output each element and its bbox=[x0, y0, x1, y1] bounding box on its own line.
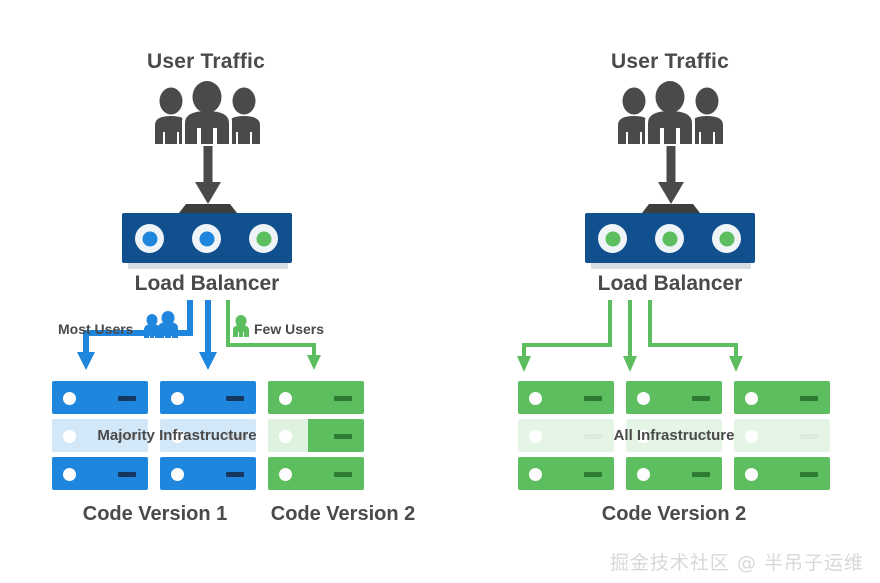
server-l3-bot bbox=[268, 457, 364, 490]
lb-port-1-right bbox=[598, 224, 627, 253]
server-r1-bot bbox=[518, 457, 614, 490]
lb-port-3-left bbox=[249, 224, 278, 253]
majority-infrastructure-band: Majority Infrastructure bbox=[46, 419, 308, 452]
lb-port-2-right bbox=[655, 224, 684, 253]
load-balancer-label-left: Load Balancer bbox=[134, 272, 280, 295]
most-users-label: Most Users bbox=[58, 321, 134, 337]
server-l3-top bbox=[268, 381, 364, 414]
few-users-label: Few Users bbox=[254, 321, 325, 337]
server-l1-bot bbox=[52, 457, 148, 490]
watermark: 掘金技术社区 @ 半吊子运维 bbox=[609, 552, 864, 574]
load-balancer-shadow-left bbox=[128, 262, 288, 269]
all-infrastructure-band: All Infrastructure bbox=[512, 419, 836, 452]
traffic-arrow-left bbox=[193, 146, 223, 208]
branch-arrows-right bbox=[440, 300, 880, 380]
server-l1-top bbox=[52, 381, 148, 414]
load-balancer-plate-left bbox=[179, 204, 237, 213]
lb-port-1-left bbox=[135, 224, 164, 253]
two-users-icon bbox=[143, 311, 179, 339]
user-traffic-title-right: User Traffic bbox=[611, 50, 729, 73]
lb-port-3-right bbox=[712, 224, 741, 253]
server-l2-top bbox=[160, 381, 256, 414]
all-infrastructure-label: All Infrastructure bbox=[613, 427, 735, 444]
server-r3-top bbox=[734, 381, 830, 414]
server-r1-top bbox=[518, 381, 614, 414]
load-balancer-shadow-right bbox=[591, 262, 751, 269]
server-l2-bot bbox=[160, 457, 256, 490]
user-group-icon-right bbox=[613, 78, 728, 146]
traffic-arrow-right bbox=[656, 146, 686, 208]
one-user-icon bbox=[231, 314, 251, 338]
code-version-2-label-left: Code Version 2 bbox=[270, 503, 416, 525]
server-r3-bot bbox=[734, 457, 830, 490]
server-r2-top bbox=[626, 381, 722, 414]
load-balancer-label-right: Load Balancer bbox=[597, 272, 743, 295]
load-balancer-plate-right bbox=[642, 204, 700, 213]
code-version-1-label: Code Version 1 bbox=[82, 503, 228, 525]
user-traffic-title-left: User Traffic bbox=[147, 50, 265, 73]
code-version-2-label-right: Code Version 2 bbox=[601, 503, 747, 525]
branch-arrows-left bbox=[0, 300, 440, 380]
majority-infrastructure-label: Majority Infrastructure bbox=[97, 427, 257, 444]
server-r2-bot bbox=[626, 457, 722, 490]
lb-port-2-left bbox=[192, 224, 221, 253]
user-group-icon-left bbox=[150, 78, 265, 146]
